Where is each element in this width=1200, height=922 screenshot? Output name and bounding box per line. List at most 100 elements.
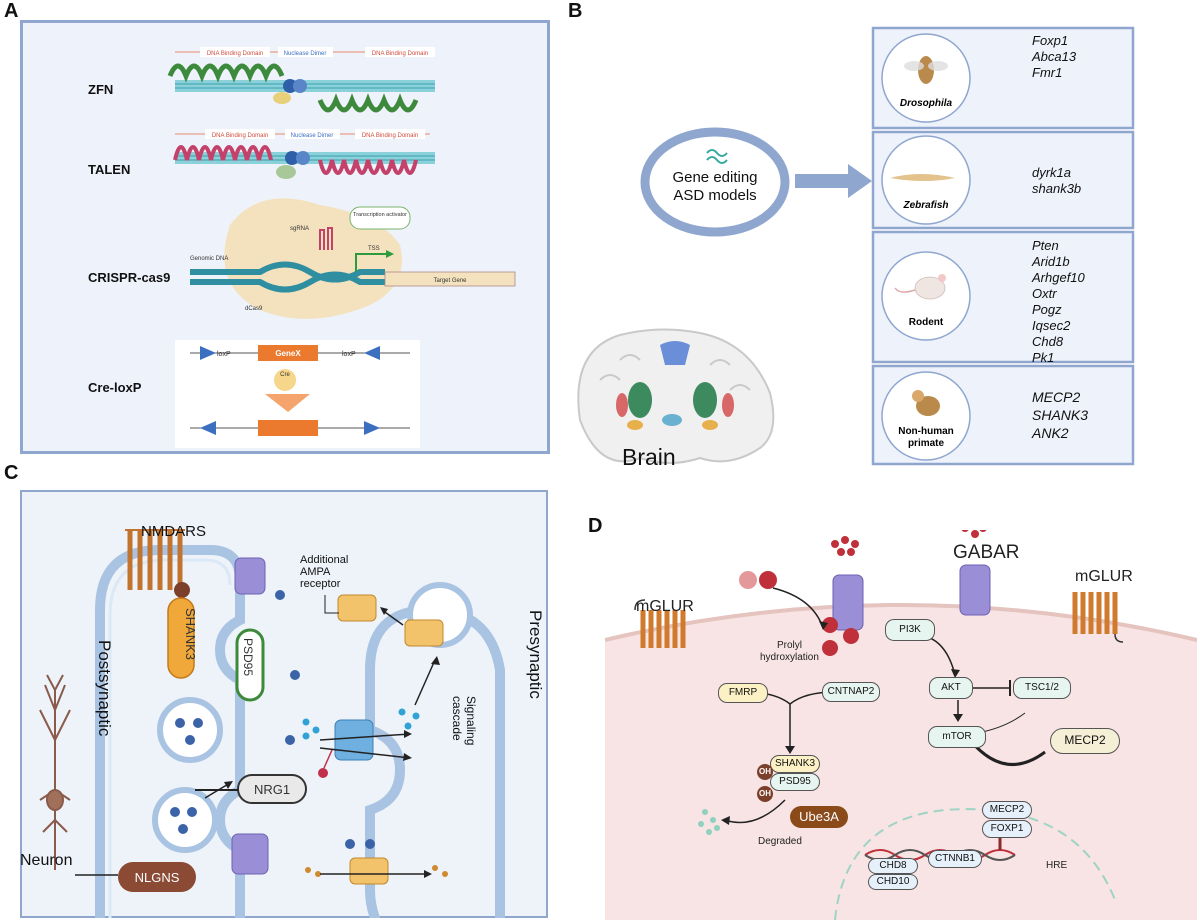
gene-pk1: Pk1 bbox=[1032, 350, 1055, 365]
ampa-label-line1: Additional bbox=[300, 554, 349, 566]
gene-chd8: Chd8 bbox=[1032, 334, 1064, 349]
tsc-node: TSC1/2 bbox=[1013, 677, 1071, 699]
nrg1-label: NRG1 bbox=[254, 782, 290, 797]
shank3-capsule bbox=[167, 597, 195, 679]
panel-b-diagram: Gene editing ASD models Drosophila Zebra… bbox=[577, 26, 1135, 470]
chd10-node: CHD10 bbox=[868, 874, 918, 890]
mecp2-node: MECP2 bbox=[1050, 728, 1120, 754]
zebrafish-label: Zebrafish bbox=[902, 200, 948, 211]
panel-label-b: B bbox=[568, 0, 583, 22]
arrow-shaft bbox=[795, 174, 850, 188]
prolyl-label: Prolyl hydroxylation bbox=[760, 640, 819, 664]
crispr-sgrna: sgRNA bbox=[290, 226, 309, 232]
zfn-nuclease-dimer: Nuclease Dimer bbox=[284, 51, 327, 57]
ampa-label-text: Additional AMPA receptor bbox=[300, 554, 348, 590]
monkey-icon bbox=[916, 396, 940, 416]
drosophila-label: Drosophila bbox=[900, 98, 953, 109]
panel-label-c: C bbox=[4, 462, 19, 484]
primate-label-line2: primate bbox=[908, 438, 945, 449]
mtor-node: mTOR bbox=[928, 726, 986, 748]
gene-shank3: SHANK3 bbox=[1032, 407, 1089, 423]
ampa-receptor-3 bbox=[349, 857, 389, 885]
channel-left bbox=[832, 574, 864, 631]
mglur-left-label: mGLUR bbox=[636, 598, 694, 615]
talen-label: TALEN bbox=[88, 162, 131, 177]
gene-fmr1: Fmr1 bbox=[1032, 65, 1063, 80]
zebrafish-genes: dyrk1a shank3b bbox=[1032, 165, 1081, 197]
chd8-node: CHD8 bbox=[868, 858, 918, 874]
panel-c-box bbox=[20, 490, 548, 918]
gabar-label: GABAR bbox=[953, 542, 1020, 563]
degraded-label: Degraded bbox=[758, 836, 802, 847]
cntnap2-node: CNTNAP2 bbox=[822, 682, 880, 702]
psd95-label: PSD95 bbox=[241, 638, 255, 676]
creloxp-label: Cre-loxP bbox=[88, 380, 142, 395]
gene-abca13: Abca13 bbox=[1032, 49, 1077, 64]
gene-pten: Pten bbox=[1032, 238, 1059, 253]
gene-iqsec2: Iqsec2 bbox=[1032, 318, 1071, 333]
ampa-receptor-2 bbox=[404, 619, 444, 647]
primate-genes: MECP2 SHANK3 ANK2 bbox=[1032, 388, 1088, 442]
prolyl-line1: Prolyl bbox=[776, 640, 802, 651]
nmdars-label: NMDARS bbox=[141, 523, 207, 540]
channel-top bbox=[234, 557, 266, 595]
mglur-right-receptor bbox=[1072, 592, 1124, 643]
foxp1-node: FOXP1 bbox=[982, 820, 1032, 838]
hre-label: HRE bbox=[1046, 860, 1068, 871]
gene-dyrk1a: dyrk1a bbox=[1032, 165, 1072, 180]
presynaptic-label: Presynaptic bbox=[526, 610, 545, 699]
gene-ank2: ANK2 bbox=[1032, 425, 1069, 441]
gene-mecp2: MECP2 bbox=[1032, 389, 1081, 405]
fmrp-node: FMRP bbox=[718, 683, 768, 703]
shank3-node: SHANK3 bbox=[770, 755, 820, 773]
oh-badge-1: OH bbox=[757, 764, 773, 780]
oh-badge-2: OH bbox=[757, 786, 773, 802]
gene-oxtr: Oxtr bbox=[1032, 286, 1057, 301]
ampa-label-line2: AMPA bbox=[300, 566, 331, 578]
psd95-node: PSD95 bbox=[770, 773, 820, 791]
primate-label-line1: Non-human bbox=[898, 426, 954, 437]
cre-label: Cre bbox=[280, 372, 290, 378]
crispr-diagram: Transcription activator sgRNA Genomic DN… bbox=[190, 198, 516, 319]
zfn-dna-binding-left: DNA Binding Domain bbox=[207, 51, 263, 57]
zfn-dna-binding-right: DNA Binding Domain bbox=[372, 51, 428, 57]
gene-pogz: Pogz bbox=[1032, 302, 1062, 317]
loxp-top-right: loxP bbox=[342, 351, 356, 358]
nmdar-receptor bbox=[125, 529, 190, 598]
panel-label-d: D bbox=[588, 515, 603, 537]
creloxp-diagram: loxP loxP GeneX Cre bbox=[175, 340, 420, 448]
panel-d-diagram bbox=[605, 530, 1197, 920]
prolyl-line2: hydroxylation bbox=[760, 652, 819, 663]
nucleus-membrane bbox=[834, 808, 1116, 920]
crispr-genomic-dna: Genomic DNA bbox=[190, 256, 228, 262]
gene-foxp1: Foxp1 bbox=[1032, 33, 1069, 48]
zfn-label: ZFN bbox=[88, 82, 114, 97]
postsynaptic-label: Postsynaptic bbox=[95, 640, 114, 737]
ligand-1 bbox=[739, 571, 757, 589]
signaling-label: Signaling cascade bbox=[450, 696, 478, 745]
crispr-dcas9: dCas9 bbox=[245, 306, 263, 312]
primate-circle bbox=[881, 371, 971, 461]
crispr-transcription-activator: Transcription activator bbox=[353, 212, 407, 218]
crispr-label: CRISPR-cas9 bbox=[88, 270, 171, 285]
brain-label: Brain bbox=[622, 444, 676, 470]
shank3-label: SHANK3 bbox=[183, 608, 198, 660]
ampa-receptor-1 bbox=[337, 594, 377, 622]
mglur-left-receptor bbox=[634, 599, 686, 648]
nlgns-pill bbox=[118, 862, 196, 892]
arrow-head bbox=[848, 164, 872, 198]
akt-node: AKT bbox=[929, 677, 973, 699]
rodent-genes: Pten Arid1b Arhgef10 Oxtr Pogz Iqsec2 Ch… bbox=[1032, 238, 1085, 366]
mglur-right-label: mGLUR bbox=[1075, 568, 1133, 585]
rodent-label: Rodent bbox=[909, 317, 944, 328]
gene-arhgef10: Arhgef10 bbox=[1032, 270, 1085, 285]
postsynaptic-membrane bbox=[95, 545, 245, 918]
ctnnb1-node: CTNNB1 bbox=[928, 850, 982, 868]
gene-shank3b: shank3b bbox=[1032, 181, 1082, 196]
dna-icon bbox=[706, 149, 728, 164]
panel-label-a: A bbox=[4, 0, 19, 22]
neuron-label: Neuron bbox=[20, 852, 73, 869]
gene-editing-line2: ASD models bbox=[673, 187, 756, 204]
signaling-line2: cascade bbox=[450, 696, 464, 741]
psd95-capsule bbox=[235, 628, 265, 702]
